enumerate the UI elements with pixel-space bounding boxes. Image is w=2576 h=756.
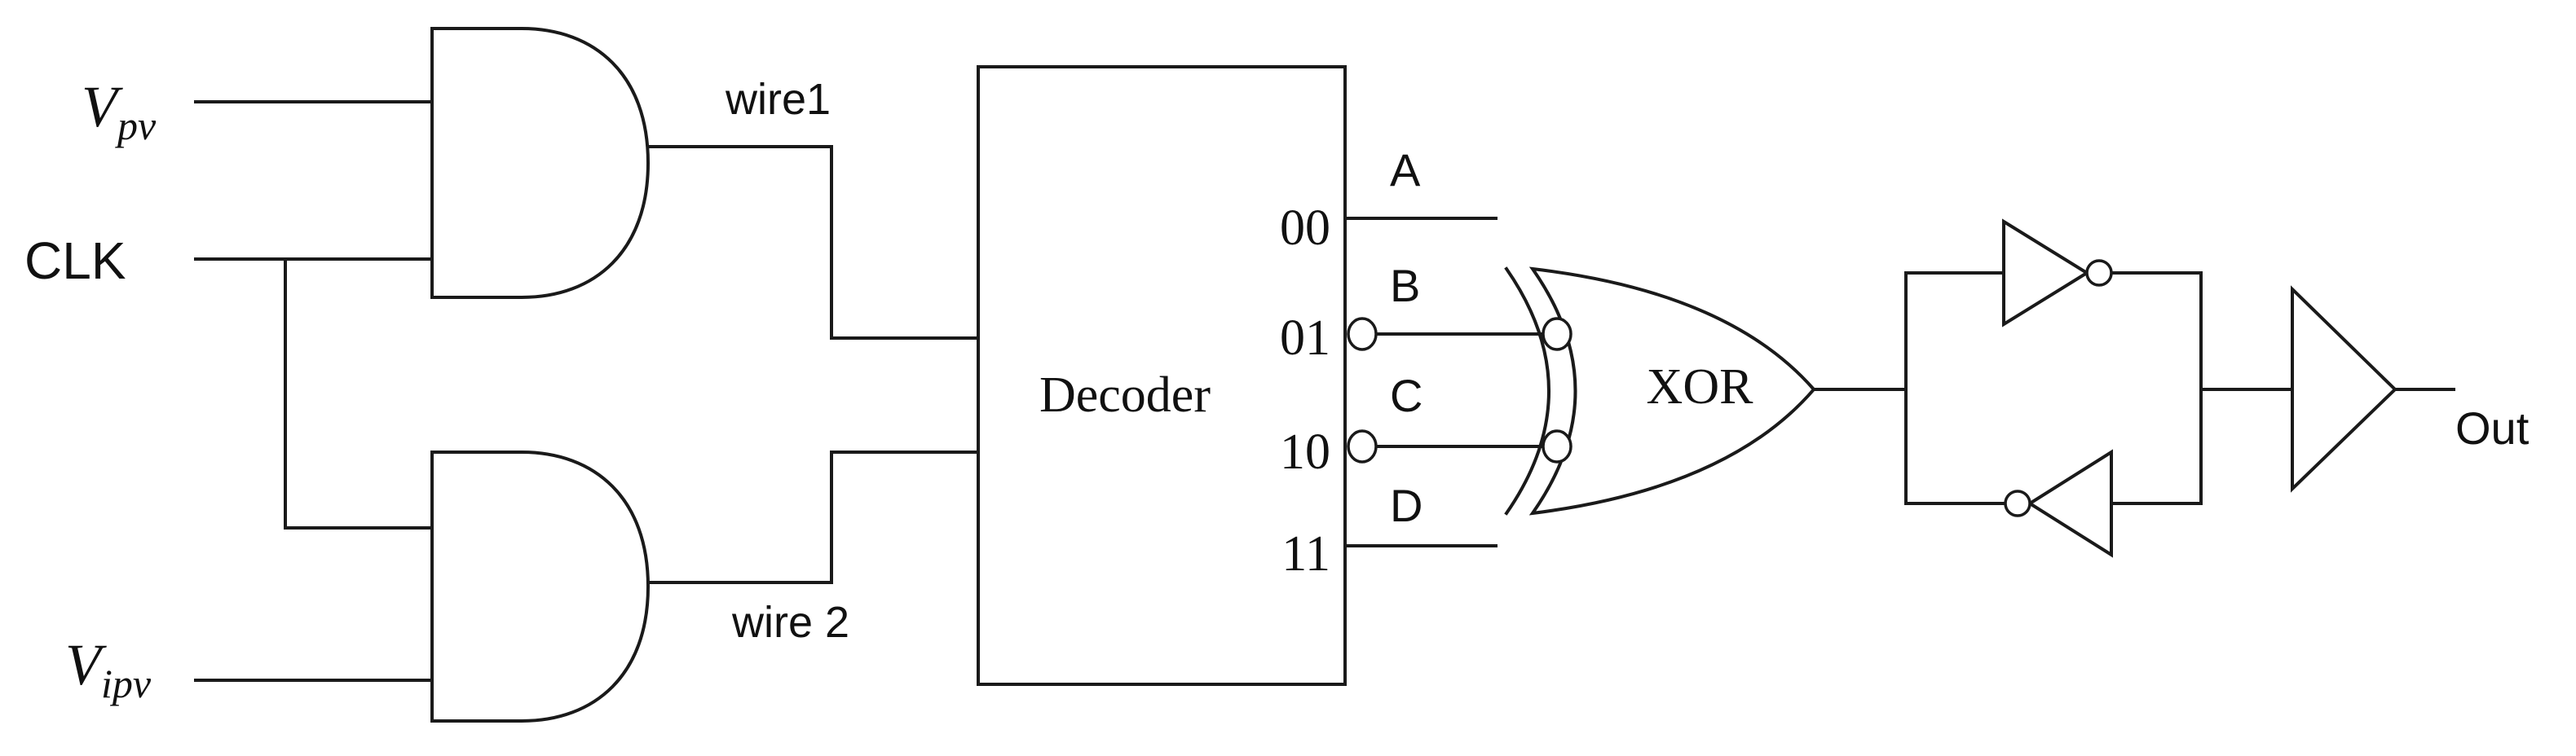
wire2-path <box>646 451 980 584</box>
signal-label-d: D <box>1390 480 1423 531</box>
inverter-top-bubble <box>2085 259 2113 287</box>
vpv-main: V <box>82 74 123 139</box>
xor-gate <box>1528 266 1816 516</box>
decoder-output-code-00: 00 <box>1280 200 1330 256</box>
wire-clk-branch <box>284 257 434 530</box>
wire2-label: wire 2 <box>731 598 849 647</box>
signal-label-a: A <box>1390 144 1421 196</box>
and-gate-1 <box>430 27 651 299</box>
input-label-vpv: Vpv <box>82 74 157 148</box>
inverter-bottom <box>2027 449 2113 558</box>
vpv-subscript: pv <box>115 103 157 148</box>
output-label: Out <box>2455 402 2530 454</box>
decoder-label: Decoder <box>1039 367 1211 423</box>
vipv-subscript: ipv <box>101 661 152 706</box>
decoder-output-code-10: 10 <box>1280 424 1330 480</box>
inverter-top <box>2002 218 2090 327</box>
xor-gate-back-curve <box>1504 266 1550 516</box>
signal-label-c: C <box>1390 370 1423 421</box>
decoder-output-code-01: 01 <box>1280 310 1330 366</box>
input-label-clk: CLK <box>24 231 126 290</box>
decoder-output-code-11: 11 <box>1281 526 1330 582</box>
xor-input-bubble-b <box>1542 317 1573 351</box>
xor-gate-label: XOR <box>1647 359 1754 415</box>
vipv-main: V <box>65 632 107 697</box>
decoder-bubble-01 <box>1347 317 1378 351</box>
decoder-bubble-10 <box>1347 429 1378 464</box>
decoder-block <box>977 65 1347 686</box>
xor-input-bubble-c <box>1542 429 1573 464</box>
wire1-label: wire1 <box>725 75 831 124</box>
input-label-vipv: Vipv <box>65 632 152 706</box>
signal-label-b: B <box>1390 260 1420 311</box>
wire1-path <box>646 145 980 340</box>
inverter-bottom-bubble <box>2004 490 2031 517</box>
output-buffer <box>2291 285 2397 493</box>
and-gate-2 <box>430 451 651 723</box>
